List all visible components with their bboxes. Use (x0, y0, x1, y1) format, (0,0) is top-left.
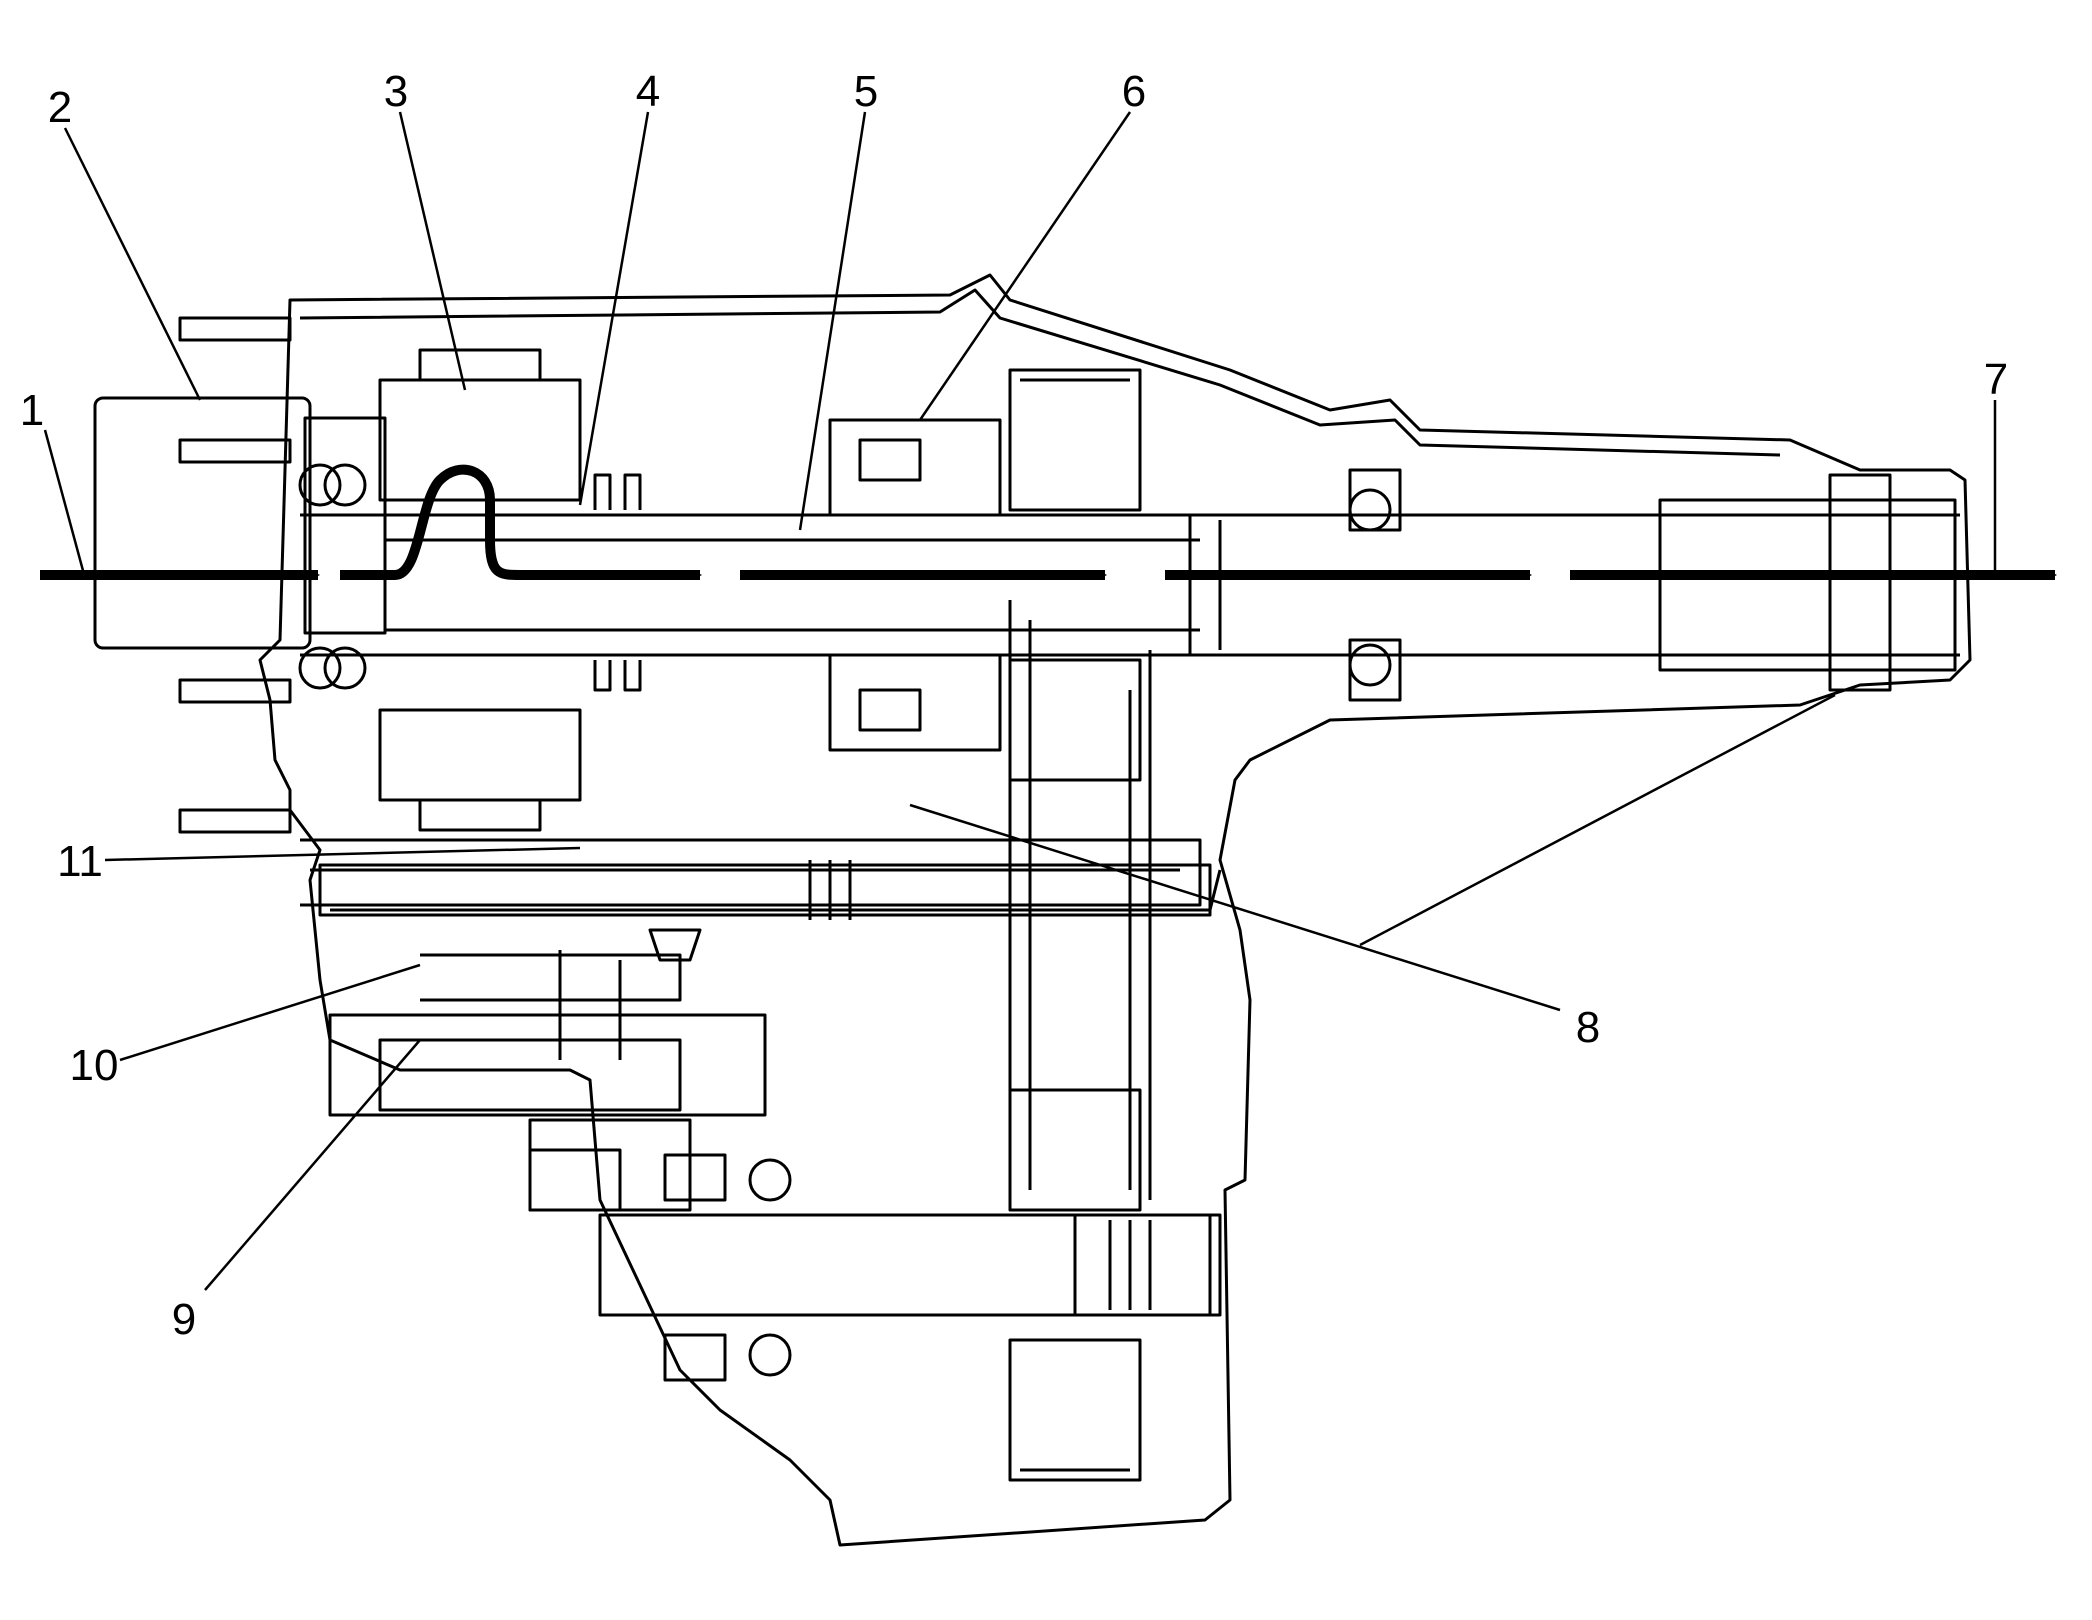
callout-labels: 1 2 3 4 5 6 7 8 9 10 11 (20, 67, 2008, 1344)
callout-5: 5 (854, 67, 878, 116)
power-flow-path (40, 464, 2057, 580)
leader-line-6 (918, 111, 1132, 421)
leader-line-11 (104, 846, 581, 862)
callout-7: 7 (1984, 355, 2008, 404)
callout-1: 1 (20, 386, 44, 435)
leader-line-5 (798, 111, 867, 531)
leader-lines (43, 111, 1997, 1291)
leader-line-1 (43, 429, 87, 579)
leader-line-9 (204, 1039, 421, 1291)
callout-3: 3 (384, 67, 408, 116)
callout-4: 4 (636, 67, 660, 116)
callout-2: 2 (48, 83, 72, 132)
callout-6: 6 (1122, 67, 1146, 116)
leader-line-8b (1359, 693, 1836, 947)
leader-line-4 (578, 111, 650, 506)
callout-9: 9 (172, 1295, 196, 1344)
leader-line-10 (119, 963, 421, 1062)
callout-11: 11 (57, 837, 103, 886)
callout-8: 8 (1576, 1003, 1600, 1052)
housing-outline (93, 273, 1972, 1547)
callout-10: 10 (70, 1041, 119, 1090)
leader-line-3 (398, 111, 467, 391)
leader-line-8 (909, 803, 1561, 1012)
leader-line-2 (63, 127, 202, 401)
